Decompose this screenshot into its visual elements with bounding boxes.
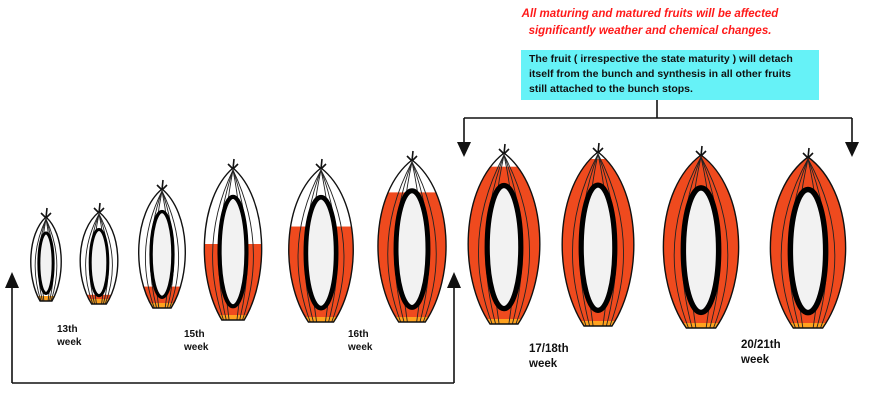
top-left-arrowhead [457, 142, 471, 157]
weather-note-line-2: significantly weather and chemical chang… [528, 25, 772, 37]
week-15-word: week [184, 342, 209, 353]
bottom-bracket-arrow [11, 285, 455, 384]
week-label-16: 16th week [348, 328, 372, 354]
week-13-word: week [57, 337, 82, 348]
week-15-number: 15th [184, 329, 205, 340]
weather-note-line-1: All maturing and matured fruits will be … [521, 8, 779, 20]
week-label-17-18: 17/18th week [529, 342, 569, 372]
week-20-21-word: week [741, 354, 770, 366]
fruit-stage-7 [467, 143, 541, 325]
week-13-number: 13th [57, 324, 78, 335]
fruit-stage-4 [203, 158, 263, 321]
week-17-18-number: 17/18th [529, 343, 569, 355]
week-17-18-word: week [529, 358, 558, 370]
weather-chemical-note: All maturing and matured fruits will be … [470, 6, 830, 40]
bottom-right-arrowhead [447, 272, 461, 288]
week-16-word: week [348, 342, 373, 353]
fruit-detach-note: The fruit ( irrespective the state matur… [521, 50, 819, 100]
week-label-13: 13th week [57, 323, 81, 349]
week-20-21-number: 20/21th [741, 339, 781, 351]
fruit-stage-6 [377, 150, 447, 323]
fruit-stage-9 [662, 145, 740, 329]
fruit-stage-1 [30, 207, 62, 302]
fruit-stage-2 [79, 202, 119, 305]
fruit-stage-3 [138, 179, 186, 309]
week-16-number: 16th [348, 329, 369, 340]
top-bracket-arrow [463, 100, 853, 146]
week-label-20-21: 20/21th week [741, 338, 781, 368]
fruit-stage-8 [561, 142, 635, 327]
fruit-row [30, 142, 847, 329]
fruit-stage-5 [288, 158, 354, 323]
top-right-arrowhead [845, 142, 859, 157]
bottom-left-arrowhead [5, 272, 19, 288]
week-label-15: 15th week [184, 328, 208, 354]
fruit-stage-10 [769, 147, 847, 329]
